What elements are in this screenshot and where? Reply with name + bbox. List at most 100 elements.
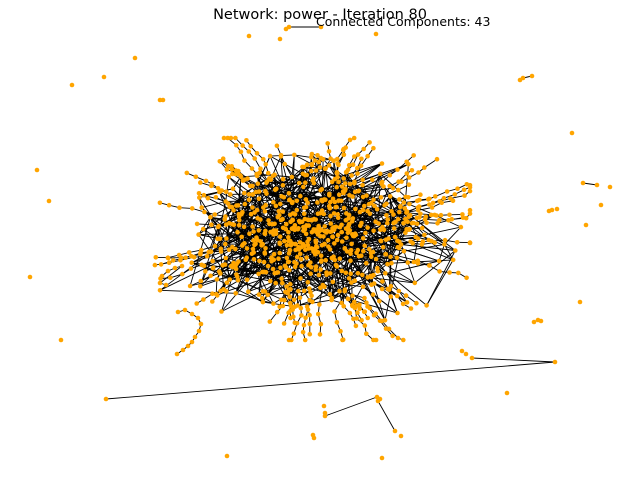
- network-node: [365, 153, 370, 159]
- network-node: [273, 280, 279, 286]
- network-node: [376, 221, 381, 226]
- network-node: [209, 183, 214, 189]
- network-node: [411, 220, 417, 226]
- network-edge: [444, 226, 462, 245]
- network-node: [351, 316, 356, 322]
- network-node: [460, 212, 465, 217]
- network-node: [327, 291, 333, 297]
- network-node: [353, 323, 359, 329]
- network-node: [280, 209, 286, 214]
- network-node: [260, 295, 265, 301]
- network-node: [355, 271, 361, 276]
- network-node: [298, 305, 304, 311]
- network-node: [244, 246, 250, 251]
- network-node: [292, 152, 297, 158]
- network-node: [180, 347, 186, 353]
- plot-title: Network: power - Iteration 80: [213, 7, 427, 23]
- network-node: [453, 248, 458, 253]
- network-node: [276, 208, 282, 214]
- network-node: [252, 156, 257, 161]
- network-node: [430, 200, 436, 206]
- network-node: [199, 262, 204, 268]
- network-edge: [242, 211, 253, 227]
- network-node: [388, 283, 394, 289]
- network-node: [369, 254, 374, 260]
- network-node: [330, 196, 336, 202]
- network-node: [330, 279, 336, 285]
- network-node: [263, 162, 269, 167]
- network-nodes: [27, 24, 613, 461]
- network-node: [289, 174, 295, 180]
- network-node: [265, 263, 271, 269]
- network-node: [552, 359, 558, 365]
- network-node: [347, 137, 353, 143]
- network-node: [174, 351, 180, 357]
- network-node: [450, 257, 456, 263]
- network-node: [327, 247, 333, 252]
- network-node: [461, 187, 467, 193]
- network-node: [157, 288, 163, 293]
- network-node: [264, 191, 269, 196]
- network-node: [306, 246, 311, 251]
- network-edge: [358, 183, 382, 192]
- network-node: [316, 229, 322, 234]
- network-node: [322, 224, 328, 229]
- network-node: [429, 205, 435, 210]
- network-node: [304, 162, 310, 167]
- network-node: [284, 243, 290, 248]
- network-node: [288, 308, 293, 313]
- network-node: [341, 152, 347, 157]
- network-node: [406, 227, 412, 232]
- network-node: [344, 235, 349, 241]
- network-node: [223, 255, 229, 261]
- network-node: [224, 289, 229, 294]
- network-node: [101, 74, 107, 80]
- network-node: [413, 234, 419, 240]
- network-node: [360, 182, 365, 188]
- network-node: [288, 286, 293, 292]
- network-node: [339, 239, 345, 244]
- network-node: [239, 234, 244, 240]
- network-node: [339, 222, 344, 228]
- network-node: [263, 202, 269, 208]
- network-node: [385, 286, 391, 292]
- network-node: [229, 164, 234, 169]
- network-edge: [329, 276, 368, 295]
- network-node: [448, 196, 453, 201]
- network-node: [315, 311, 321, 317]
- network-node: [327, 191, 332, 197]
- network-node: [380, 244, 386, 250]
- network-node: [414, 215, 420, 221]
- network-node: [281, 195, 287, 200]
- network-node: [256, 196, 262, 201]
- network-node: [291, 331, 297, 336]
- network-node: [248, 183, 253, 189]
- network-edge: [284, 163, 333, 229]
- network-node: [360, 207, 366, 213]
- network-node: [375, 398, 381, 404]
- network-node: [308, 154, 314, 160]
- network-node: [264, 179, 270, 184]
- network-edge: [291, 202, 312, 221]
- network-node: [233, 291, 238, 296]
- network-node: [326, 149, 332, 154]
- network-edge: [450, 195, 465, 199]
- network-node: [404, 209, 410, 214]
- network-node: [467, 211, 473, 216]
- network-node: [227, 277, 233, 282]
- network-node: [349, 241, 354, 247]
- network-node: [250, 205, 255, 210]
- network-edge: [394, 236, 454, 261]
- network-edge: [282, 182, 300, 186]
- network-edge: [236, 274, 271, 282]
- network-node: [281, 321, 287, 326]
- network-node: [395, 187, 401, 193]
- network-node: [58, 337, 64, 343]
- network-node: [311, 435, 317, 441]
- network-node: [219, 188, 224, 193]
- network-node: [271, 251, 277, 257]
- network-node: [577, 299, 583, 305]
- network-node: [331, 211, 337, 216]
- network-node: [292, 212, 298, 217]
- network-node: [359, 317, 364, 323]
